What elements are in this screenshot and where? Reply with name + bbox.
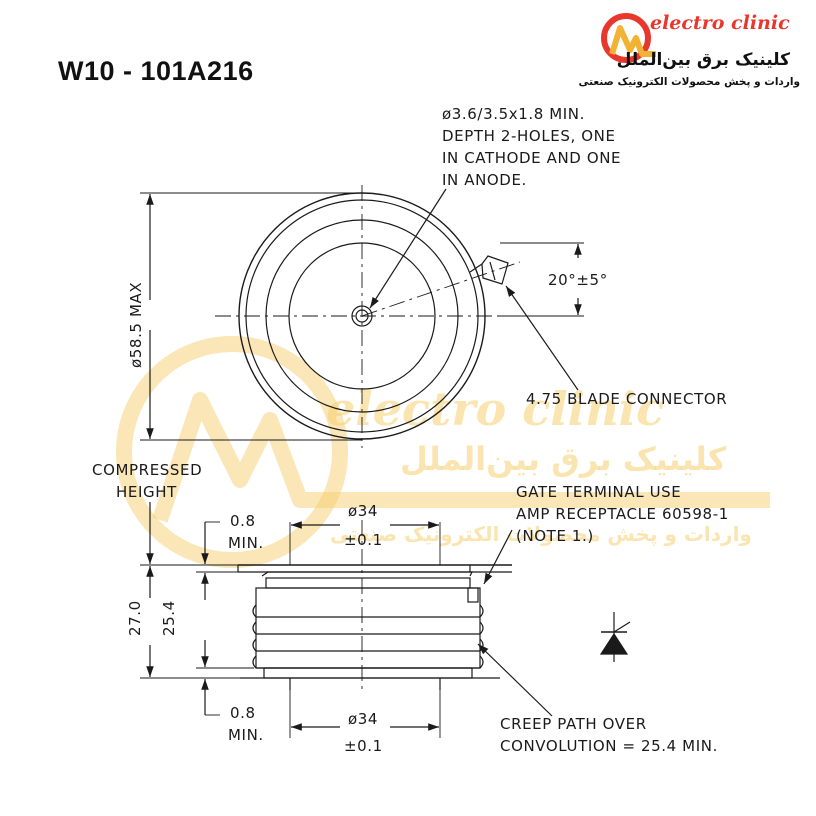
max-diameter-dimension: ø58.5 MAX [127, 281, 145, 368]
logo-persian-name: کلینیک برق بین‌الملل [616, 50, 790, 70]
hole-note-line-1: ø3.6/3.5x1.8 MIN. [442, 105, 585, 123]
bottom-diameter-value: ø34 [348, 710, 379, 728]
bottom-step-value: 0.8 [230, 704, 256, 722]
top-step-value: 0.8 [230, 512, 256, 530]
hole-note-line-4: IN ANODE. [442, 171, 527, 189]
creep-path-line-2: CONVOLUTION = 25.4 MIN. [500, 737, 718, 755]
creep-path-line-1: CREEP PATH OVER [500, 715, 647, 733]
watermark-brand: electro clinic [326, 382, 665, 436]
top-step-min: MIN. [228, 534, 264, 552]
top-view [140, 185, 584, 448]
bottom-diameter-tolerance: ±0.1 [344, 737, 383, 755]
hole-note-line-3: IN CATHODE AND ONE [442, 149, 622, 167]
logo-persian-tagline: واردات و پخش محصولات الکترونیک صنعتی [578, 76, 800, 88]
top-diameter-value: ø34 [348, 502, 379, 520]
bottom-step-min: MIN. [228, 726, 264, 744]
watermark-persian-name: کلینیک برق بین‌الملل [400, 440, 727, 478]
thyristor-symbol [599, 612, 631, 662]
blade-connector-label: 4.75 BLADE CONNECTOR [526, 390, 728, 408]
watermark-persian-tagline: واردات و پخش محصولات الکترونیک صنعتی [330, 522, 752, 546]
outer-height-dimension: 27.0 [126, 600, 144, 636]
hole-note-line-2: DEPTH 2-HOLES, ONE [442, 127, 616, 145]
part-number-title: W10 - 101A216 [58, 56, 254, 86]
side-view [140, 502, 553, 738]
brand-logo: electro clinic کلینیک برق بین‌الملل وارد… [579, 10, 804, 98]
logo-brand-name: electro clinic [650, 12, 790, 34]
compressed-height-line-1: COMPRESSED [92, 461, 203, 479]
angle-dimension: 20°±5° [548, 271, 608, 289]
gate-terminal-line-1: GATE TERMINAL USE [516, 483, 682, 501]
compressed-height-line-2: HEIGHT [116, 483, 177, 501]
gate-terminal-line-3: (NOTE 1.) [516, 527, 594, 545]
logo-mark-icon [601, 13, 656, 63]
gate-terminal-line-2: AMP RECEPTACLE 60598-1 [516, 505, 729, 523]
inner-height-dimension: 25.4 [160, 600, 178, 636]
top-diameter-tolerance: ±0.1 [344, 531, 383, 549]
